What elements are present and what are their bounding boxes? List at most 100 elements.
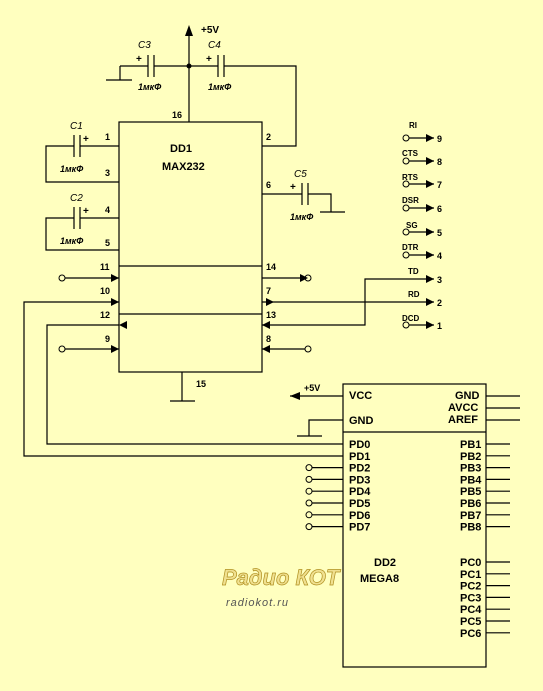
c1-ref: C1 bbox=[70, 121, 83, 132]
con-signal-rd: RD bbox=[408, 290, 420, 299]
con-pin-6: 6 bbox=[437, 204, 442, 214]
con-pin-7: 7 bbox=[437, 180, 442, 190]
con-pin-2: 2 bbox=[437, 298, 442, 308]
con-row-dcd bbox=[402, 321, 434, 329]
dd1-pin5: 5 bbox=[105, 238, 110, 248]
c3-value: 1мкФ bbox=[138, 82, 161, 92]
dd1-pin13: 13 bbox=[266, 310, 276, 320]
power-rail: +5V bbox=[106, 25, 297, 147]
con-pin-5: 5 bbox=[437, 228, 442, 238]
dd1-pin14: 14 bbox=[266, 262, 276, 272]
dd2-pin-pd5: PD5 bbox=[349, 498, 370, 510]
dd1-pin12: 12 bbox=[100, 310, 110, 320]
c1-plus: + bbox=[83, 134, 89, 145]
dd2-pin-pb7: PB7 bbox=[460, 510, 481, 522]
c5-value: 1мкФ bbox=[290, 212, 313, 222]
dd1-pin7: 7 bbox=[266, 286, 271, 296]
con-signal-td: TD bbox=[408, 267, 419, 276]
dd2-pin-pc1: PC1 bbox=[460, 569, 481, 581]
vcc-arrow-icon bbox=[290, 392, 300, 400]
dd1-pin11: 11 bbox=[100, 262, 110, 272]
dd2-pin-pd4: PD4 bbox=[349, 486, 371, 498]
dd1-pin2: 2 bbox=[266, 132, 271, 142]
dd2-pin-pd1: PD1 bbox=[349, 451, 370, 463]
con-row-dtr bbox=[402, 251, 434, 259]
pin-terminal bbox=[305, 464, 313, 472]
dd2-pin-pd2: PD2 bbox=[349, 463, 370, 475]
con-row-dsr bbox=[402, 204, 434, 212]
supply-label: +5V bbox=[201, 25, 219, 36]
c2-capacitor bbox=[45, 207, 119, 251]
con-signal-cts: CTS bbox=[402, 149, 419, 158]
dd2-pin-pd7: PD7 bbox=[349, 522, 370, 534]
dd1-pin4: 4 bbox=[105, 205, 110, 215]
pin-terminal bbox=[305, 523, 313, 531]
dd2-part: MEGA8 bbox=[360, 573, 399, 585]
dd2-pin-pb1: PB1 bbox=[460, 439, 481, 451]
rs232-lines bbox=[262, 275, 434, 329]
dd2-pin-pb8: PB8 bbox=[460, 522, 481, 534]
con-row-rts bbox=[402, 180, 434, 188]
dd1-pin10: 10 bbox=[100, 286, 110, 296]
con-row-cts bbox=[402, 157, 434, 165]
db9-connector bbox=[402, 134, 434, 329]
con-pin-8: 8 bbox=[437, 157, 442, 167]
dd1-chip bbox=[118, 107, 263, 402]
dd2-vcc-label: VCC bbox=[349, 390, 372, 402]
dd2-pin-pb2: PB2 bbox=[460, 451, 481, 463]
con-signal-dtr: DTR bbox=[402, 243, 419, 252]
c2-plus: + bbox=[83, 206, 89, 217]
dd2-ref: DD2 bbox=[374, 557, 396, 569]
dd2-pin-pc3: PC3 bbox=[460, 592, 481, 604]
con-pin-4: 4 bbox=[437, 251, 442, 261]
pin-terminal bbox=[305, 487, 313, 495]
dd2-pin-pc2: PC2 bbox=[460, 581, 481, 593]
dd2-pin-pd6: PD6 bbox=[349, 510, 370, 522]
dd1-pin3: 3 bbox=[105, 168, 110, 178]
dd2-gnd-label: GND bbox=[349, 415, 374, 427]
con-pin-1: 1 bbox=[437, 321, 442, 331]
c1-capacitor bbox=[45, 135, 119, 183]
con-pin-3: 3 bbox=[437, 275, 442, 285]
con-signal-rts: RTS bbox=[402, 173, 419, 182]
con-pin-9: 9 bbox=[437, 134, 442, 144]
c4-plus: + bbox=[206, 54, 212, 65]
dd1-pin15: 15 bbox=[196, 379, 206, 389]
dd2-pin-pb4: PB4 bbox=[460, 474, 482, 486]
dd2-supply-label: +5V bbox=[304, 383, 320, 393]
dd2-chip bbox=[290, 383, 520, 668]
pin-terminal bbox=[305, 475, 313, 483]
pin-terminal bbox=[305, 499, 313, 507]
dd2-pin-pb6: PB6 bbox=[460, 498, 481, 510]
dd2-pin-gnd: GND bbox=[455, 390, 480, 402]
con-row-ri bbox=[402, 134, 434, 142]
c2-ref: C2 bbox=[70, 193, 83, 204]
dd1-part: MAX232 bbox=[162, 161, 205, 173]
dd2-pin-pc6: PC6 bbox=[460, 628, 481, 640]
dd2-pin-pb3: PB3 bbox=[460, 463, 481, 475]
dd1-pin1: 1 bbox=[105, 132, 110, 142]
dd2-pin-pb5: PB5 bbox=[460, 486, 481, 498]
dd1-pin16: 16 bbox=[172, 110, 182, 120]
dd1-ref: DD1 bbox=[170, 143, 192, 155]
pin-terminal bbox=[305, 511, 313, 519]
c2-value: 1мкФ bbox=[60, 236, 83, 246]
c5-plus: + bbox=[290, 182, 296, 193]
dd2-pin-aref: AREF bbox=[448, 414, 478, 426]
dd2-pin-pc0: PC0 bbox=[460, 557, 481, 569]
watermark-site: radiokot.ru bbox=[226, 597, 289, 609]
con-row-sg bbox=[402, 228, 434, 236]
dd2-pin-avcc: AVCC bbox=[448, 402, 478, 414]
c5-capacitor bbox=[262, 183, 345, 213]
dd2-pin-pd3: PD3 bbox=[349, 474, 370, 486]
c4-value: 1мкФ bbox=[208, 82, 231, 92]
c1-value: 1мкФ bbox=[60, 164, 83, 174]
uart-lines bbox=[23, 298, 343, 457]
dd1-pin6: 6 bbox=[266, 180, 271, 190]
dd2-pin-pc5: PC5 bbox=[460, 616, 481, 628]
vcc-arrow-icon bbox=[185, 25, 193, 36]
